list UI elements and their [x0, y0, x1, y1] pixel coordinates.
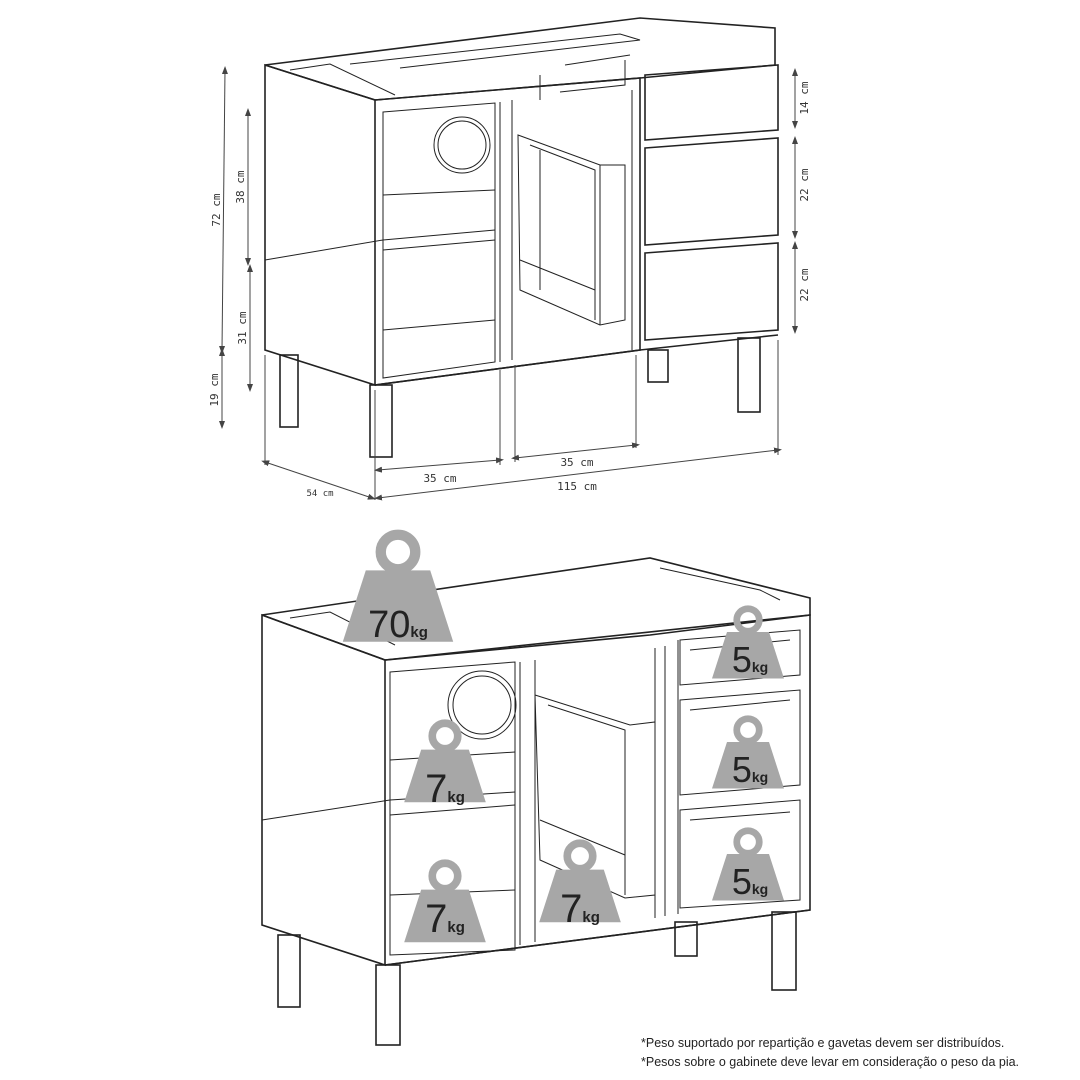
- dim-left-width: 35 cm: [423, 472, 456, 485]
- dim-lower-shelf: 31 cm: [236, 311, 249, 344]
- weight-label-upper-shelf: 7kg: [425, 767, 465, 811]
- dim-drawer-1: 14 cm: [798, 81, 811, 114]
- top-cabinet-drawing: 72 cm 38 cm 31 cm 19 cm 14 cm 22 cm 22 c…: [208, 17, 811, 501]
- dim-middle-width: 35 cm: [560, 456, 593, 469]
- weight-label-basket: 7kg: [560, 887, 600, 931]
- footnote-distribution: *Peso suportado por repartição e gavetas…: [641, 1036, 1005, 1050]
- footnote-sink-weight: *Pesos sobre o gabinete deve levar em co…: [641, 1055, 1020, 1069]
- weight-label-lower-shelf: 7kg: [425, 897, 465, 941]
- weight-label-drawer-3: 5kg: [732, 861, 768, 902]
- footnotes: *Peso suportado por repartição e gavetas…: [641, 1034, 1019, 1072]
- weight-label-drawer-2: 5kg: [732, 749, 768, 790]
- dim-total-width: 115 cm: [557, 480, 597, 493]
- dim-depth: 54 cm: [306, 489, 333, 499]
- weight-label-drawer-1: 5kg: [732, 639, 768, 680]
- weight-label-top: 70kg: [368, 604, 428, 646]
- dim-upper-shelf: 38 cm: [234, 170, 247, 203]
- dim-leg-height: 19 cm: [208, 373, 221, 406]
- dim-total-height: 72 cm: [210, 193, 223, 226]
- dim-drawer-2: 22 cm: [798, 168, 811, 201]
- dim-drawer-3: 22 cm: [798, 268, 811, 301]
- bottom-cabinet-drawing: 70kg 7kg 7kg 7kg 5kg 5kg 5kg: [261, 535, 811, 1046]
